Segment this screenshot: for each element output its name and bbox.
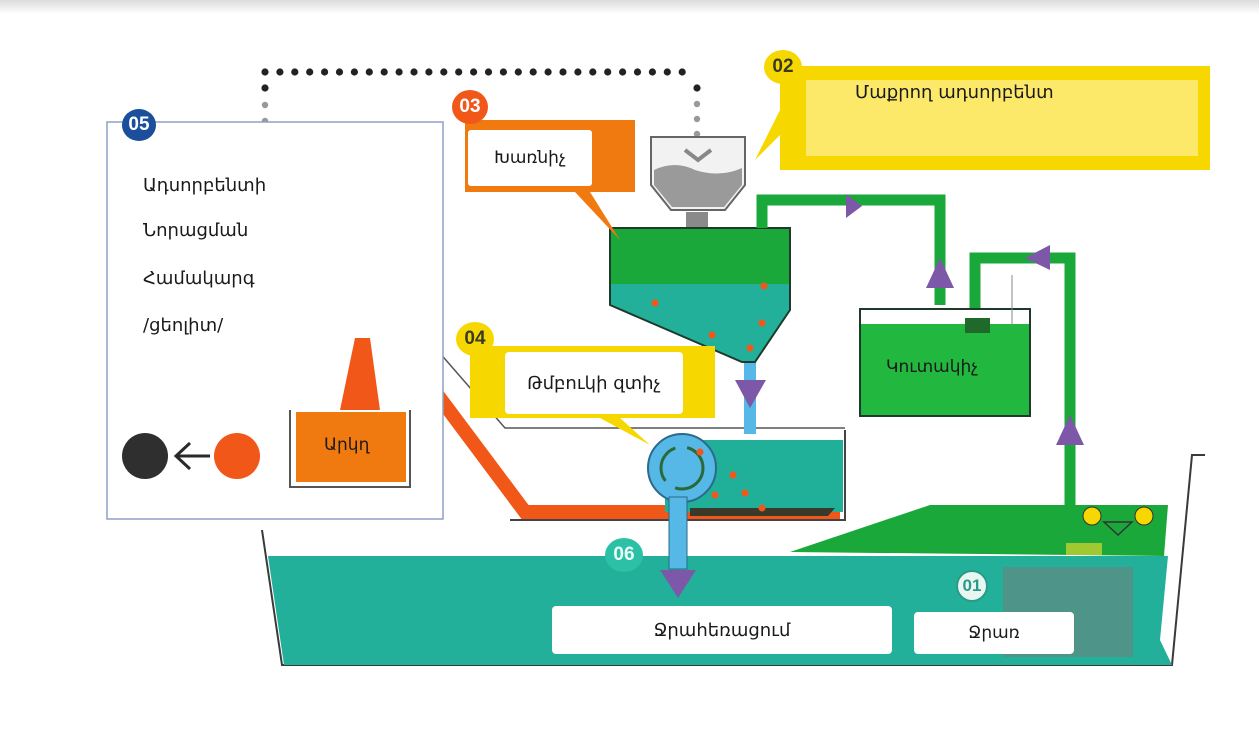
feed-dot — [589, 68, 597, 76]
feed-dot — [276, 68, 284, 76]
feed-dot — [321, 68, 329, 76]
feed-dot — [470, 68, 478, 76]
feed-dot — [380, 68, 388, 76]
flow-left-arrow-icon — [1025, 245, 1050, 270]
drum-filter — [647, 433, 717, 503]
step-badge-01: 01 — [956, 570, 988, 602]
dotted-feed-line — [261, 68, 701, 138]
feed-dot — [365, 68, 373, 76]
accumulator-tank — [859, 308, 1031, 417]
clean-adsorbent-label: Մաքրող ադսորբենտ — [855, 82, 1054, 103]
flow-up-arrow-icon — [1056, 415, 1084, 445]
feed-dot — [335, 68, 344, 76]
drain-pipe — [668, 496, 688, 570]
feed-dot — [544, 68, 552, 76]
feed-dot — [619, 68, 627, 76]
drainage-label: Ջրահեռացում — [552, 606, 892, 654]
feed-dot — [455, 68, 463, 76]
feed-dot — [425, 68, 433, 76]
feed-dot — [395, 68, 403, 76]
regeneration-label-line-4: /ցեոլիտ/ — [143, 315, 224, 336]
feed-dot — [604, 68, 612, 76]
regeneration-label-line-1: Ադսորբենտի — [143, 175, 267, 196]
black-particle-icon — [122, 433, 168, 479]
flow-right-arrow-icon — [846, 194, 862, 218]
feed-dot — [574, 68, 582, 76]
mixer-label: Խառնիչ — [468, 130, 592, 186]
drain-arrow-icon — [660, 570, 696, 598]
feed-dot — [440, 68, 448, 76]
feed-dot — [291, 68, 299, 76]
container — [289, 410, 411, 488]
step-badge-06: 06 — [605, 538, 643, 572]
feed-dot — [484, 68, 493, 76]
intake-pump — [1066, 506, 1154, 555]
feed-dot — [499, 68, 507, 76]
feed-dot — [306, 68, 314, 76]
step-badge-05: 05 — [122, 109, 156, 141]
feed-dot — [678, 68, 686, 76]
flow-down-arrow-icon — [735, 380, 766, 408]
particles — [651, 282, 768, 512]
regeneration-label-line-3: Համակարգ — [143, 268, 255, 289]
water-intake-label: Ջրառ — [914, 612, 1074, 654]
accumulator-label: Կուտակիչ — [886, 357, 979, 377]
basin-green-slope — [790, 505, 1168, 556]
top-shadow-bar — [0, 0, 1259, 14]
flow-up-arrow-icon — [926, 258, 954, 288]
step-badge-02: 02 — [764, 50, 802, 84]
orange-particle-icon — [214, 433, 260, 479]
regeneration-label-line-2: Նորացման — [143, 220, 249, 241]
feed-dot — [261, 68, 269, 76]
arrow-left-icon — [173, 441, 210, 471]
feed-dot — [410, 68, 418, 76]
feed-dot — [559, 68, 567, 76]
step-badge-03: 03 — [452, 90, 488, 124]
feed-dot — [663, 68, 671, 76]
feed-dot — [350, 68, 358, 76]
feed-dot — [529, 68, 537, 76]
feed-dot — [514, 68, 522, 76]
feed-dot — [648, 68, 657, 76]
feed-dot — [633, 68, 642, 76]
container-label: Արկղ — [324, 435, 370, 455]
step-badge-04: 04 — [456, 322, 494, 356]
drum-filter-label: Թմբուկի զտիչ — [505, 352, 683, 414]
